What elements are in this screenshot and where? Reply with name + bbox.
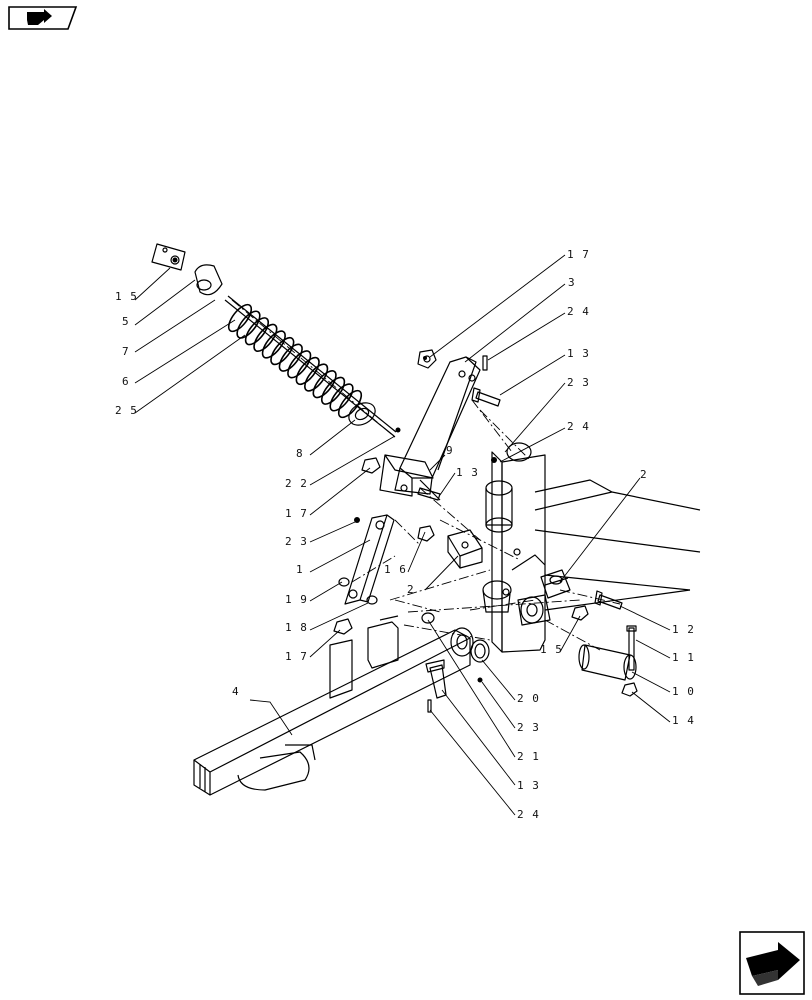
callout-c-2b: 2 [640, 468, 648, 481]
callout-c-24a: 2 4 [567, 305, 590, 318]
callout-c-6: 6 [122, 375, 130, 388]
bolt-13-mid [417, 487, 441, 501]
spring-coil [295, 356, 320, 386]
arrow-back-icon [8, 6, 78, 30]
spring-end-disc [348, 402, 376, 426]
coil-spring [227, 303, 363, 419]
spring-coil [253, 323, 278, 352]
callout-c-9: 9 [446, 444, 454, 457]
spring-coil [320, 376, 346, 405]
spring-coil [278, 343, 303, 372]
callout-c-17b: 1 7 [285, 650, 308, 663]
callout-c-14: 1 4 [672, 714, 695, 727]
callout-c-15a: 1 5 [115, 290, 138, 303]
callout-c-25: 2 5 [115, 404, 138, 417]
washer-21 [421, 612, 435, 624]
callout-c-1: 1 [296, 563, 304, 576]
washer-20 [470, 639, 490, 663]
callout-c-23a: 2 3 [285, 535, 308, 548]
callout-c-8: 8 [296, 447, 304, 460]
leader-lines [134, 254, 671, 816]
callout-c-18: 1 8 [285, 621, 308, 634]
callout-c-23c: 2 3 [517, 721, 540, 734]
spring-assembly [151, 243, 397, 437]
callout-c-24b: 2 4 [567, 420, 590, 433]
small-pins [172, 257, 497, 683]
spacer-block-2 [447, 529, 483, 569]
callout-c-3: 3 [568, 276, 576, 289]
callout-c-21: 2 1 [517, 750, 540, 763]
spring-coil [261, 330, 286, 359]
pivot-bracket [517, 569, 571, 626]
nut-16 [417, 525, 435, 542]
frame-plate [482, 442, 701, 653]
pin-10 [578, 644, 637, 681]
callout-labels: 1 5 5 7 6 2 5 8 2 2 1 7 2 3 1 1 9 1 8 1 7 4 1 7 3 2 4 1 3… [115, 248, 695, 821]
callout-c-13a: 1 3 [567, 347, 590, 360]
construction-lines [231, 299, 621, 651]
callout-c-20: 2 0 [517, 692, 540, 705]
pin-24-low [427, 699, 432, 713]
previous-page-button[interactable] [6, 4, 78, 32]
spring-coil [337, 389, 363, 419]
callout-c-23b: 2 3 [567, 376, 590, 389]
link-plate-1 [344, 514, 395, 605]
spring-coil [244, 317, 270, 346]
main-beam-4 [193, 615, 474, 796]
pin-24-top [482, 355, 488, 371]
next-page-button[interactable] [738, 930, 806, 996]
callout-c-15b: 1 5 [540, 643, 563, 656]
spring-coil [227, 303, 253, 333]
spring-coil [270, 336, 295, 366]
callout-c-22: 2 2 [285, 477, 308, 490]
nut-17-low [333, 618, 353, 635]
callout-c-13c: 1 3 [517, 779, 540, 792]
callout-c-24c: 2 4 [517, 808, 540, 821]
callout-c-10: 1 0 [672, 685, 695, 698]
arrow-next-icon [739, 931, 805, 995]
nut-17-mid [361, 457, 381, 474]
callout-c-7: 7 [122, 345, 130, 358]
washer-18 [366, 595, 378, 605]
callout-c-19: 1 9 [285, 593, 308, 606]
fork-bracket-9 [379, 454, 441, 501]
spring-coil [236, 310, 261, 339]
spring-coil [287, 350, 312, 379]
bolt-11 [626, 625, 637, 671]
callout-c-4: 4 [232, 685, 240, 698]
nut-17-top [417, 349, 437, 369]
spring-coil [304, 363, 329, 392]
callout-c-17a: 1 7 [285, 507, 308, 520]
spring-coil [312, 370, 337, 399]
callout-c-12: 1 2 [672, 623, 695, 636]
callout-c-5: 5 [122, 315, 130, 328]
bolt-13-top [471, 387, 501, 407]
spring-coil [329, 383, 354, 412]
nut-15 [571, 605, 589, 621]
callout-c-16: 1 6 [384, 563, 407, 576]
callout-c-17c: 1 7 [567, 248, 590, 261]
callout-c-11: 1 1 [672, 651, 695, 664]
callout-c-13b: 1 3 [456, 466, 479, 479]
washer-19 [338, 577, 350, 587]
callout-c-2a: 2 [407, 583, 415, 596]
